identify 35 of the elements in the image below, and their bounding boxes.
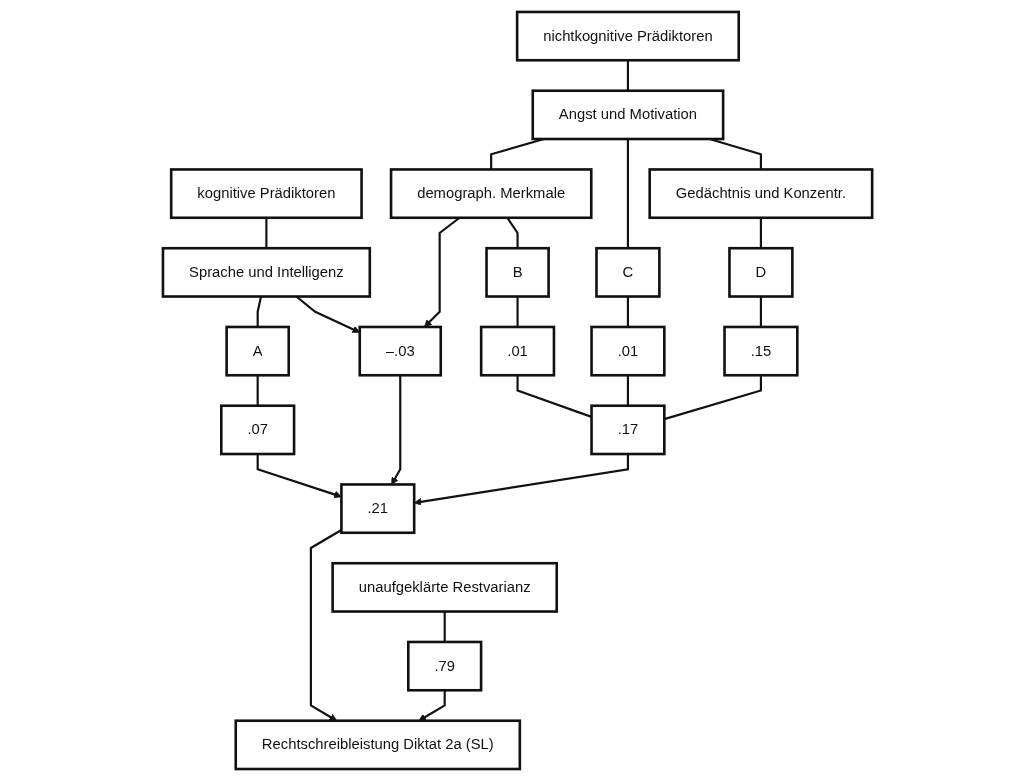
node-box: A (225, 325, 290, 377)
node-box: unaufgeklärte Restvarianz (331, 561, 558, 613)
connector (256, 296, 263, 327)
connector (516, 375, 592, 418)
connector (506, 217, 519, 249)
node-box: nichtkognitive Prädiktoren (515, 10, 740, 62)
node-box: .07 (219, 404, 296, 456)
node-box: Rechtschreibleistung Diktat 2a (SL) (234, 719, 522, 771)
connector (759, 296, 762, 327)
arrow (391, 375, 402, 485)
node-box: demograph. Merkmale (389, 168, 593, 220)
node-box: Angst und Motivation (531, 89, 725, 141)
node-box: .01 (479, 325, 556, 377)
connector (759, 217, 762, 249)
node-box: Gedächtnis und Konzentr. (648, 168, 874, 220)
arrow (256, 454, 342, 499)
node-box: .01 (590, 325, 666, 377)
connector (516, 296, 519, 327)
connector (626, 60, 629, 91)
node-box: B (485, 246, 550, 298)
connector (626, 296, 629, 327)
node-box: D (728, 246, 794, 298)
node-box: Sprache und Intelligenz (161, 246, 372, 298)
node-box: C (595, 246, 661, 298)
node-box: .15 (723, 325, 799, 377)
node-box: .17 (590, 404, 666, 456)
connector (256, 375, 259, 406)
connector (626, 139, 629, 249)
connector (626, 375, 629, 406)
node-box: kognitive Prädiktoren (169, 168, 363, 220)
connector (443, 611, 446, 642)
node-box: –.03 (358, 325, 442, 377)
node-box: .79 (406, 640, 483, 692)
connector (265, 217, 268, 249)
node-box: .21 (340, 483, 416, 535)
